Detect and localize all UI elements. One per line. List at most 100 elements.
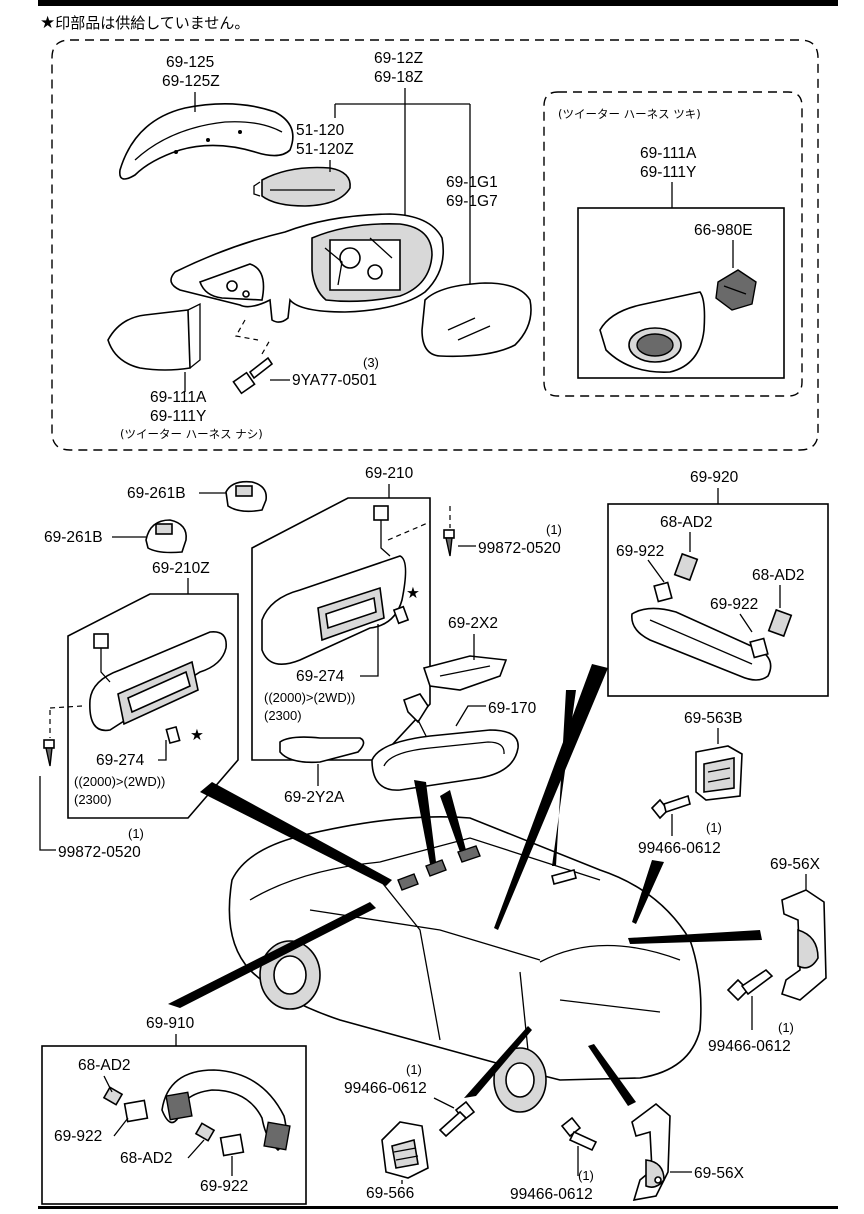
legend-note-text: 印部品は供給していません。 <box>55 14 250 32</box>
label-68-ad2-d: 68-AD2 <box>120 1150 173 1167</box>
leader-920 <box>494 664 608 930</box>
label-69-56x-b: 69-56X <box>694 1165 745 1182</box>
tweeter-speaker-part <box>715 269 757 311</box>
label-69-111y-left: 69-111Y <box>150 408 206 425</box>
label-69-910: 69-910 <box>146 1015 195 1032</box>
label-2300-b: (2300) <box>74 792 112 807</box>
bottom-rule <box>38 1206 838 1209</box>
label-9ya77-0501: 9YA77-0501 <box>292 372 377 389</box>
label-69-111a-left: 69-111A <box>150 389 207 406</box>
label-69-210z: 69-210Z <box>152 560 210 577</box>
star-icon-a: ★ <box>406 585 420 602</box>
label-69-566: 69-566 <box>366 1185 414 1202</box>
label-69-125z: 69-125Z <box>162 73 220 90</box>
leader-910 <box>168 902 376 1008</box>
label-cond-b: ((2000)>(2WD)) <box>74 774 165 789</box>
label-qty-1-e: (1) <box>406 1062 422 1077</box>
tweeter-group-outline <box>543 91 803 397</box>
label-68-ad2-c: 68-AD2 <box>78 1057 131 1074</box>
hook-56x-part-b <box>631 1102 671 1202</box>
label-qty-1-c: (1) <box>706 820 722 835</box>
label-99466-0612-c: 99466-0612 <box>344 1080 427 1097</box>
star-icon-b: ★ <box>190 727 204 744</box>
label-69-922-a: 69-922 <box>616 543 664 560</box>
label-99466-0612-b: 99466-0612 <box>708 1038 791 1055</box>
label-69-922-d: 69-922 <box>200 1178 248 1195</box>
label-69-12z: 69-12Z <box>374 50 423 67</box>
label-51-120: 51-120 <box>296 122 345 139</box>
vehicle-body <box>228 816 702 1113</box>
grab-handle-920-part <box>631 552 793 681</box>
grab-handle-920-box <box>607 503 829 697</box>
label-qty-1-d: (1) <box>778 1020 794 1035</box>
screw-99466-part-d <box>560 1116 598 1152</box>
label-69-1g7: 69-1G7 <box>446 193 498 210</box>
mirror-cover-part <box>118 103 294 180</box>
bracket-566-part <box>381 1121 429 1179</box>
visor-clip-part-b <box>145 519 187 554</box>
screw-99466-part-c <box>438 1100 476 1138</box>
label-68-ad2-a: 68-AD2 <box>660 514 713 531</box>
label-99872-0520-a: 99872-0520 <box>478 540 561 557</box>
label-69-1g1: 69-1G1 <box>446 174 498 191</box>
leader-visor-left <box>200 782 392 886</box>
label-69-920: 69-920 <box>690 469 739 486</box>
screw-99872-part-a <box>443 506 455 557</box>
mirror-garnish-part <box>107 302 201 371</box>
label-qty-1-b: (1) <box>128 826 144 841</box>
screw-99872-part-b <box>43 710 55 767</box>
label-69-56x-a: 69-56X <box>770 856 821 873</box>
visor-clip-part-a <box>225 480 268 513</box>
label-69-111y-right: 69-111Y <box>640 164 696 181</box>
leader-920-b <box>552 690 576 866</box>
label-69-125: 69-125 <box>166 54 214 71</box>
door-mirror-assembly <box>170 213 444 323</box>
leader-56x-b <box>588 1044 636 1106</box>
label-69-2y2a: 69-2Y2A <box>284 789 345 806</box>
bolt-9ya77-part <box>232 356 274 395</box>
leader-visor-right <box>414 780 436 864</box>
label-66-980e: 66-980E <box>694 222 753 239</box>
label-69-210: 69-210 <box>365 465 414 482</box>
rearview-mirror-part <box>371 693 519 791</box>
overhead-console-part <box>422 655 508 691</box>
leader-566 <box>464 1026 532 1098</box>
star-icon: ★ <box>40 13 56 33</box>
label-69-922-c: 69-922 <box>54 1128 102 1145</box>
trim-clip-563b-part <box>695 745 743 801</box>
label-69-170: 69-170 <box>488 700 537 717</box>
screw-99466-part-a <box>650 794 691 820</box>
label-69-111a-right: 69-111A <box>640 145 697 162</box>
tweeter-garnish-part <box>599 291 706 373</box>
sun-visor-right-part <box>261 505 431 666</box>
hook-56x-part-a <box>781 889 827 1001</box>
grab-handle-910-box <box>41 1045 307 1205</box>
top-rule <box>38 0 838 6</box>
mirror-glass-part <box>421 282 532 358</box>
tweeter-box <box>577 207 785 379</box>
grab-handle-910-part <box>102 1069 291 1157</box>
label-qty-1-f: (1) <box>578 1168 594 1183</box>
label-69-922-b: 69-922 <box>710 596 758 613</box>
label-51-120z: 51-120Z <box>296 141 354 158</box>
label-69-274-b: 69-274 <box>96 752 145 769</box>
label-qty-1-a: (1) <box>546 522 562 537</box>
label-69-274-a: 69-274 <box>296 668 345 685</box>
label-99466-0612-d: 99466-0612 <box>510 1186 593 1203</box>
leader-56x <box>628 930 762 944</box>
label-69-2x2: 69-2X2 <box>448 615 498 632</box>
turn-signal-lamp-part <box>253 166 351 207</box>
label-qty-3: (3) <box>363 355 379 370</box>
label-69-563b: 69-563B <box>684 710 743 727</box>
label-69-261b-a: 69-261B <box>127 485 186 502</box>
leader-563b <box>632 860 664 924</box>
label-cond-a: ((2000)>(2WD)) <box>264 690 355 705</box>
label-69-18z: 69-18Z <box>374 69 423 86</box>
screw-99466-part-b <box>726 968 774 1002</box>
legend-note: ★印部品は供給していません。 <box>40 12 249 33</box>
label-68-ad2-b: 68-AD2 <box>752 567 805 584</box>
mirror-cover-2y2a-part <box>279 736 365 764</box>
leader-mirror <box>440 790 466 852</box>
